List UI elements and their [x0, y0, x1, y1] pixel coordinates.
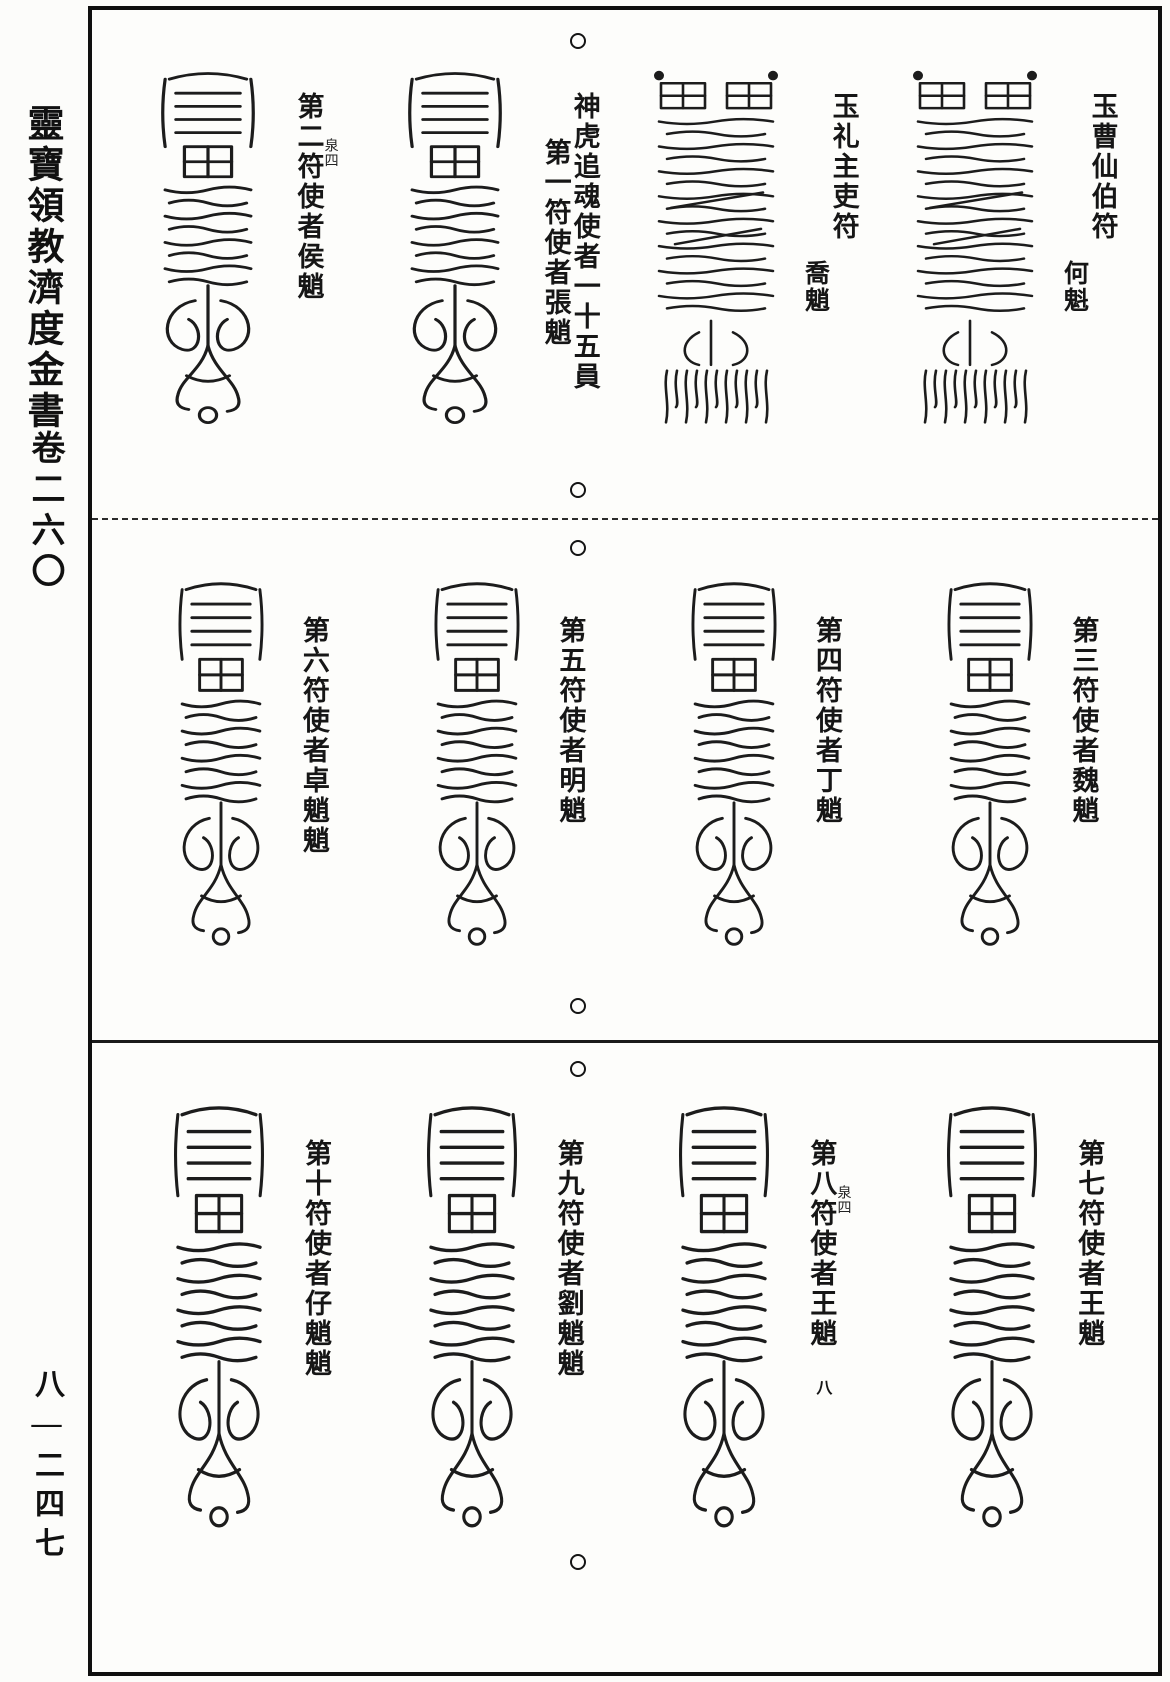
talisman-sigil-drawing: [920, 1099, 1064, 1542]
officer-name: 何魁: [1060, 260, 1088, 314]
binding-ring-marker: [570, 33, 586, 49]
talisman-caption-block: 第三符使者魏魈: [1068, 576, 1099, 826]
talisman-caption-block: 第九符使者劉魈魈: [553, 1099, 584, 1379]
caption-text: 第八符使者王魈八: [806, 1139, 837, 1395]
talisman-caption-block: 第五符使者明魈: [555, 576, 586, 826]
caption-text-2: 第一符使者張魈: [540, 138, 571, 348]
talisman-unit: 第三符使者魏魈: [922, 576, 1099, 959]
book-title: 靈寶領教濟度金書: [21, 104, 62, 432]
binding-ring-marker: [570, 482, 586, 498]
caption-text: 第五符使者明魈: [555, 616, 586, 826]
caption-text: 第三符使者魏魈: [1068, 616, 1099, 826]
talisman-unit: 玉礼主吏符喬魈: [641, 66, 859, 437]
talisman-caption-block: 第六符使者卓魈魈: [298, 576, 329, 856]
talisman-caption-block: 泉四第二符使者侯魈: [293, 66, 338, 302]
talisman-unit: 第九符使者劉魈魈: [400, 1099, 584, 1542]
talisman-caption-block: 泉四第八符使者王魈八: [806, 1099, 850, 1395]
binding-ring-marker: [570, 1554, 586, 1570]
talisman-sigil-drawing: [147, 1099, 291, 1542]
volume-label: 卷二六〇: [26, 430, 63, 594]
talisman-caption-block: 玉礼主吏符喬魈: [801, 66, 859, 314]
register-top: 玉曹仙伯符何魁 玉礼主吏符喬魈 神虎追魂使者一十五員第一符使者張魈 泉四第二符使…: [92, 10, 1158, 518]
register-middle: 第三符使者魏魈 第四符使者丁魈 第五符使者明魈 第六符使者卓魈魈: [92, 518, 1158, 1040]
talisman-unit: 第七符使者王魈: [920, 1099, 1105, 1542]
collation-note: 泉四: [835, 1185, 851, 1215]
talisman-sigil-drawing: [133, 66, 283, 437]
talisman-caption-block: 第七符使者王魈: [1074, 1099, 1105, 1349]
talisman-sigil-drawing: [400, 1099, 544, 1542]
officer-name: 喬魈: [801, 260, 829, 314]
caption-text: 玉曹仙伯符: [1087, 92, 1118, 242]
talisman-sigil-drawing: [153, 576, 289, 959]
talisman-caption-block: 第四符使者丁魈: [811, 576, 842, 826]
talisman-unit: 泉四第二符使者侯魈: [133, 66, 338, 437]
caption-text: 第四符使者丁魈: [811, 616, 842, 826]
talisman-sigil-drawing: [666, 576, 802, 959]
caption-text: 第二符使者侯魈: [293, 92, 324, 302]
caption-text: 第七符使者王魈: [1074, 1139, 1105, 1349]
caption-text: 神虎追魂使者一十五員: [569, 92, 600, 392]
caption-text: 第九符使者劉魈魈: [553, 1139, 584, 1379]
talisman-unit: 神虎追魂使者一十五員第一符使者張魈: [380, 66, 600, 437]
talisman-unit: 泉四第八符使者王魈八: [652, 1099, 850, 1542]
caption-subnote: 八: [813, 1379, 831, 1395]
talisman-unit: 第四符使者丁魈: [666, 576, 842, 959]
caption-text: 第六符使者卓魈魈: [298, 616, 329, 856]
talisman-caption-block: 第十符使者仔魈魈: [300, 1099, 331, 1379]
content-frame: 玉曹仙伯符何魁 玉礼主吏符喬魈 神虎追魂使者一十五員第一符使者張魈 泉四第二符使…: [88, 6, 1162, 1676]
caption-text: 第十符使者仔魈魈: [300, 1139, 331, 1379]
talisman-unit: 第六符使者卓魈魈: [153, 576, 329, 959]
collation-note: 泉四: [322, 138, 338, 168]
talisman-unit: 第十符使者仔魈魈: [147, 1099, 331, 1542]
talisman-unit: 玉曹仙伯符何魁: [900, 66, 1118, 437]
talisman-sigil-drawing: [652, 1099, 796, 1542]
talisman-sigil-drawing: [409, 576, 545, 959]
binding-ring-marker: [570, 540, 586, 556]
talisman-sigil-drawing: [380, 66, 530, 437]
register-bottom: 第七符使者王魈 泉四第八符使者王魈八 第九符使者劉魈魈 第十符使者仔魈魈: [92, 1040, 1158, 1672]
binding-ring-marker: [570, 1061, 586, 1077]
talisman-sigil-drawing: [900, 66, 1050, 437]
talisman-caption-block: 玉曹仙伯符何魁: [1060, 66, 1118, 314]
caption-text: 玉礼主吏符: [828, 92, 859, 242]
talisman-unit: 第五符使者明魈: [409, 576, 586, 959]
talisman-caption-block: 神虎追魂使者一十五員第一符使者張魈: [540, 66, 600, 392]
page-number: 八—二四七: [30, 1368, 63, 1566]
binding-ring-marker: [570, 998, 586, 1014]
talisman-sigil-drawing: [641, 66, 791, 437]
talisman-sigil-drawing: [922, 576, 1058, 959]
